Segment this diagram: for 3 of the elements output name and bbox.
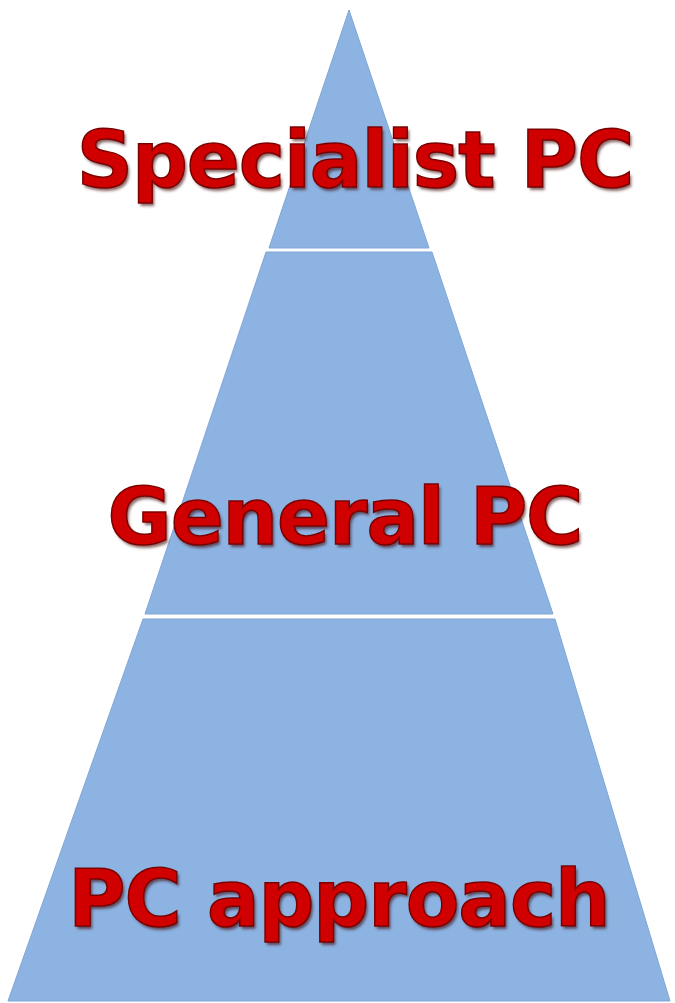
tier-label: General PC — [106, 472, 584, 562]
tier-label: PC approach — [67, 854, 611, 944]
tier-label: Specialist PC — [75, 115, 635, 205]
